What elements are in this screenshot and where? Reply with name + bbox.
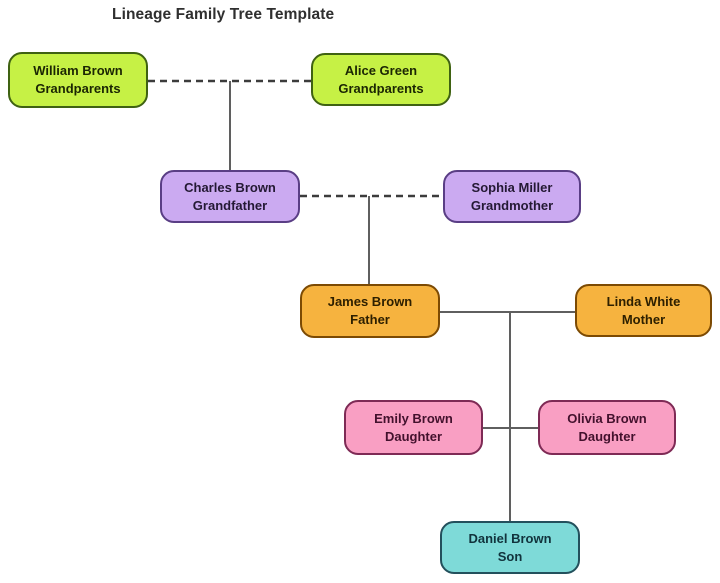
node-james-brown[interactable]: James Brown Father xyxy=(300,284,440,338)
node-charles-brown[interactable]: Charles Brown Grandfather xyxy=(160,170,300,223)
node-role: Daughter xyxy=(384,428,443,444)
node-alice-green[interactable]: Alice Green Grandparents xyxy=(311,53,451,106)
node-olivia-brown[interactable]: Olivia Brown Daughter xyxy=(538,400,676,455)
diagram-title: Lineage Family Tree Template xyxy=(112,6,335,23)
node-role: Grandparents xyxy=(35,81,121,96)
node-name: James Brown xyxy=(327,294,413,310)
node-name: Emily Brown xyxy=(374,410,453,426)
node-william-brown[interactable]: William Brown Grandparents xyxy=(8,52,148,108)
node-name: Alice Green xyxy=(344,62,418,78)
node-role: Grandmother xyxy=(470,197,554,213)
node-role: Grandfather xyxy=(192,197,268,213)
node-name: Sophia Miller xyxy=(471,179,553,195)
node-daniel-brown[interactable]: Daniel Brown Son xyxy=(440,521,580,574)
node-role: Father xyxy=(350,312,390,327)
node-emily-brown[interactable]: Emily Brown Daughter xyxy=(344,400,483,455)
node-role: Daughter xyxy=(578,428,636,444)
node-sophia-miller[interactable]: Sophia Miller Grandmother xyxy=(443,170,581,223)
node-role: Grandparents xyxy=(338,80,424,96)
node-name: Olivia Brown xyxy=(567,410,647,426)
node-name: Daniel Brown xyxy=(468,530,552,546)
node-name: William Brown xyxy=(33,63,123,79)
node-linda-white[interactable]: Linda White Mother xyxy=(575,284,712,337)
node-role: Mother xyxy=(621,311,666,327)
node-role: Son xyxy=(497,548,523,564)
node-name: Charles Brown xyxy=(184,179,276,195)
node-name: Linda White xyxy=(606,293,681,309)
